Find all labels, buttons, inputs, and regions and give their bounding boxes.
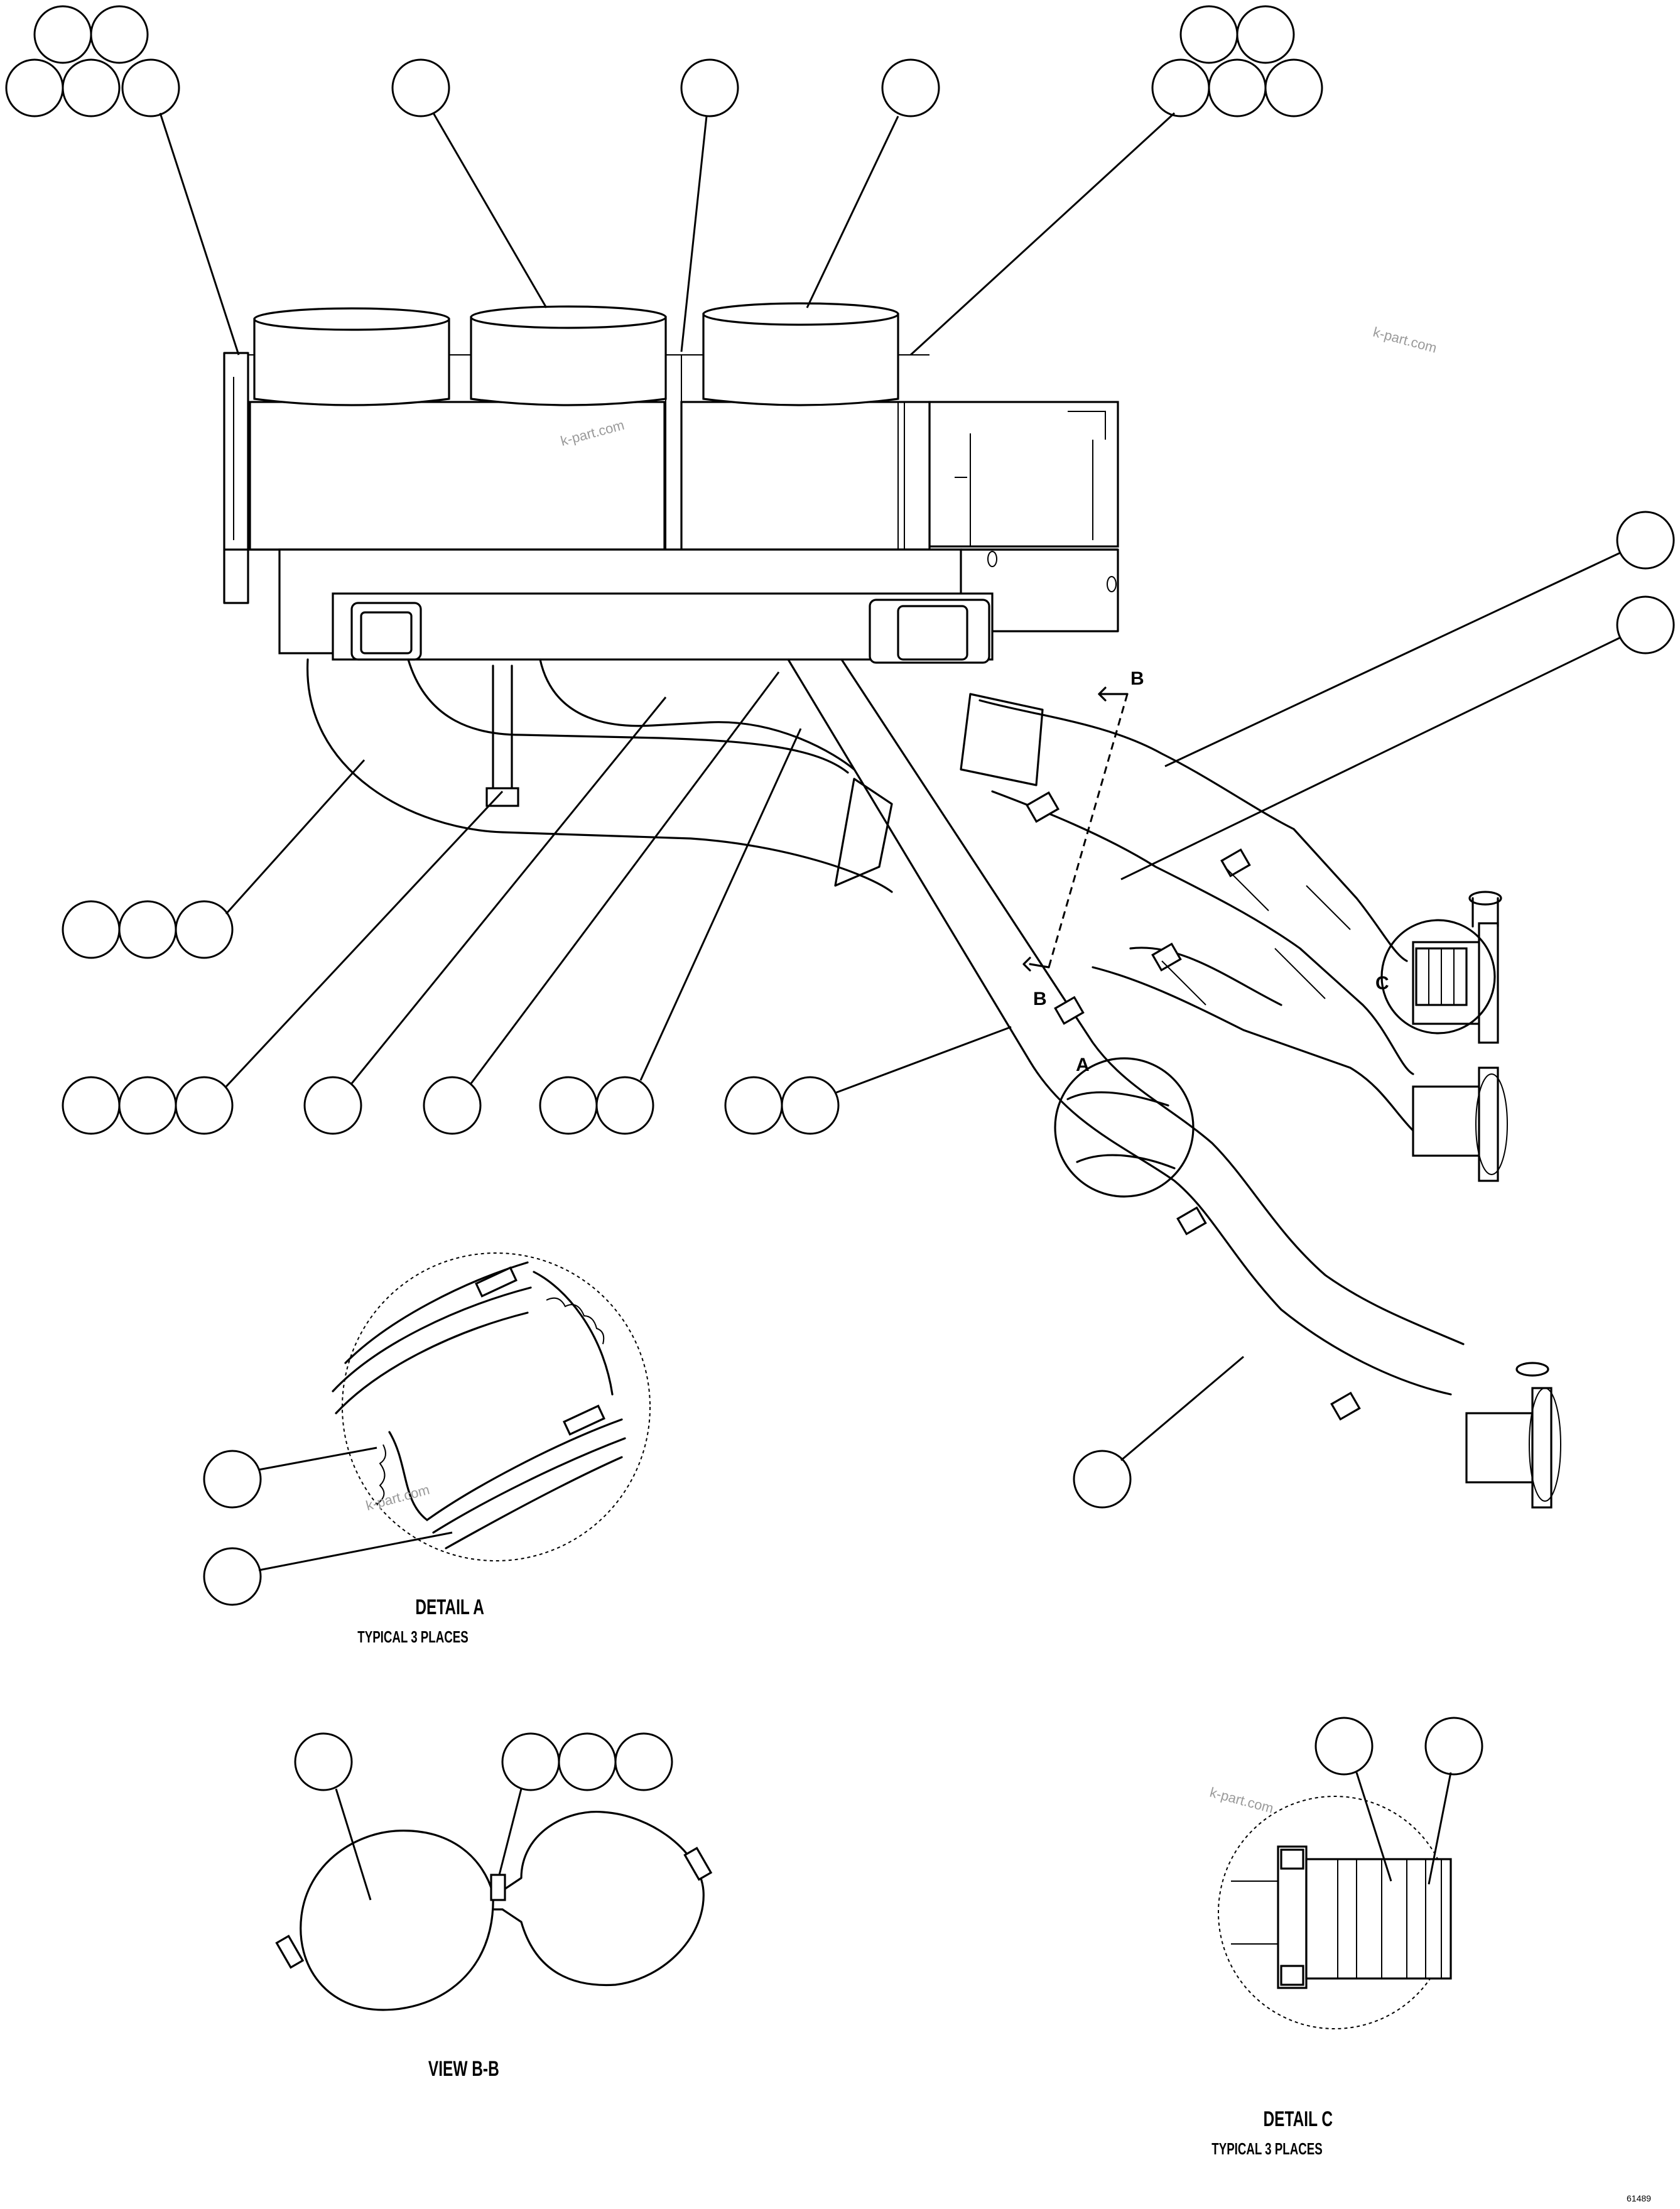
detail-c-note: TYPICAL 3 PLACES — [1211, 2139, 1322, 2158]
callout-bubbles-main — [5, 5, 1675, 1509]
turbo-outlet-lower — [1465, 1362, 1561, 1509]
canister-left — [253, 307, 450, 406]
section-line-bb: B B A C — [1022, 668, 1389, 1075]
detail-a-title: DETAIL A — [415, 1595, 484, 1619]
view-bb-title: VIEW B-B — [428, 2057, 499, 2081]
turbo-outlet-middle — [1412, 1067, 1508, 1182]
figure-number: 61489 — [1627, 2193, 1651, 2203]
detail-a: DETAIL A TYPICAL 3 PLACES — [203, 1252, 651, 1646]
detail-a-callout: A — [1076, 1055, 1090, 1075]
canister-middle — [470, 305, 667, 406]
watermark-2: k-part.com — [1372, 324, 1439, 356]
detail-a-note: TYPICAL 3 PLACES — [357, 1627, 468, 1646]
section-b-label-top: B — [1130, 668, 1144, 689]
detail-c: DETAIL C TYPICAL 3 PLACES — [1211, 1717, 1483, 2158]
canister-right — [702, 302, 899, 406]
watermark-3: k-part.com — [364, 1482, 431, 1514]
exhaust-piping — [306, 658, 1561, 1509]
air-cleaner-assembly — [223, 302, 1119, 664]
section-b-label-bottom: B — [1033, 989, 1047, 1009]
view-bb: VIEW B-B — [275, 1732, 713, 2081]
detail-c-title: DETAIL C — [1263, 2107, 1333, 2131]
detail-c-callout: C — [1375, 973, 1389, 994]
watermark-4: k-part.com — [1208, 1784, 1276, 1816]
